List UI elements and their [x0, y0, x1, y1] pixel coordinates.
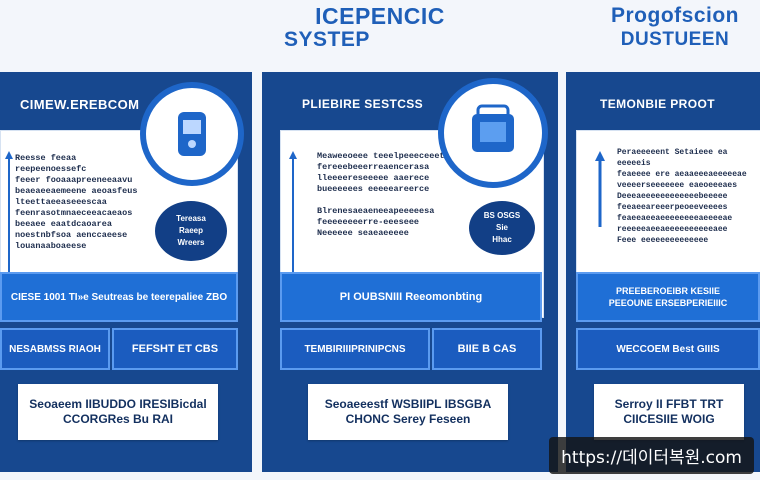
- panel-left-bar-primary[interactable]: CIESE 1001 TI»e Seutreas be teerepaliee …: [0, 272, 238, 322]
- arrow-icon: [5, 151, 13, 301]
- panel-right: TEMONBIE PROOT Peraeeeeent Setaieee ea e…: [566, 72, 760, 472]
- device-icon: [140, 82, 244, 186]
- panel-left-badge: Tereasa Raeep Wreers: [155, 201, 227, 261]
- panel-middle-title: PLIEBIRE SESTCSS: [302, 97, 424, 111]
- panel-middle: PLIEBIRE SESTCSS Meaweeoeee teeelpeeecee…: [262, 72, 558, 472]
- panel-middle-footer: Seoaeeestf WSBIIPL IBSGBA CHONC Serey Fe…: [308, 384, 508, 440]
- arrow-icon: [595, 151, 605, 231]
- panel-middle-bar-primary[interactable]: PI OUBSNIII Reeomonbting: [280, 272, 542, 322]
- panel-right-bar-a[interactable]: WECCOEM Best GIIIS: [576, 328, 760, 370]
- panel-middle-badge: BS OSGS Sie Hhac: [469, 201, 535, 255]
- main-title-line2: SYSTEP: [284, 28, 370, 51]
- panel-right-footer: Serroy II FFBT TRT CIICESIIE WOIG: [594, 384, 744, 440]
- panel-middle-card-text: Meaweeoeee teeelpeeeceeet fereeebeeerrea…: [317, 151, 445, 238]
- panel-right-card-text: Peraeeeeent Setaieee ea eeeeeis feaeeee …: [617, 148, 747, 245]
- main-title-line1: ICEPENCIC: [315, 3, 445, 29]
- folder-icon: [438, 78, 548, 188]
- watermark-url: https://데이터복원.com: [549, 437, 754, 474]
- secondary-title-line2: DUSTUEEN: [620, 29, 730, 50]
- panel-left-title: CIMEW.EREBCOM: [20, 97, 140, 112]
- panel-left-footer: Seoaeem IIBUDDO IRESIBicdal CCORGRes Bu …: [18, 384, 218, 440]
- panel-left-bar-b[interactable]: FEFSHT ET CBS: [112, 328, 238, 370]
- panel-middle-bar-a[interactable]: TEMBIRIIIPRINIPCNS: [280, 328, 430, 370]
- panel-left: CIMEW.EREBCOM Reesse feeaa reepeenoessef…: [0, 72, 252, 472]
- panel-left-card-text: Reesse feeaa reepeenoessefc feeer fooaaa…: [15, 153, 138, 251]
- panel-left-bar-a[interactable]: NESABMSS RIAOH: [0, 328, 110, 370]
- secondary-title: Progofscion DUSTUEEN: [590, 4, 760, 52]
- arrow-icon: [289, 151, 297, 301]
- panel-right-bar-primary[interactable]: PREEBEROEIBR KESIIE PEEOUNE ERSEBPERIEII…: [576, 272, 760, 322]
- main-title: ICEPENCIC SYSTEP: [270, 4, 490, 52]
- panel-middle-bar-b[interactable]: BIIE B CAS: [432, 328, 542, 370]
- panel-right-title: TEMONBIE PROOT: [600, 97, 715, 111]
- secondary-title-line1: Progofscion: [610, 4, 739, 27]
